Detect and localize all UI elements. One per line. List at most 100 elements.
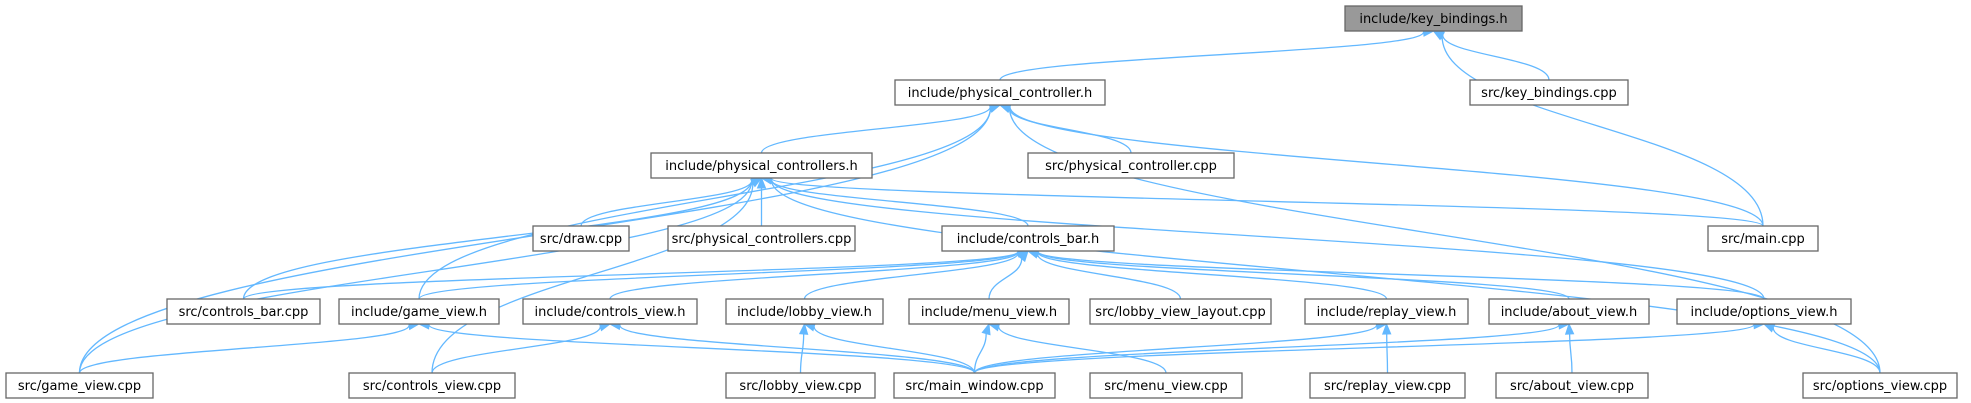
node-key-bindings-cpp[interactable]: src/key_bindings.cpp: [1469, 79, 1629, 106]
node-label: src/physical_controllers.cpp: [672, 232, 852, 247]
node-main-window-cpp[interactable]: src/main_window.cpp: [893, 372, 1056, 399]
node-box: [522, 298, 698, 325]
node-box: [1344, 5, 1523, 32]
node-about-view-h[interactable]: include/about_view.h: [1488, 298, 1650, 325]
edge-about-view-h-to-main-window-cpp: [973, 320, 1571, 374]
edge-controls-bar-h-to-about-view-h: [1026, 247, 1570, 300]
edge-physical-controllers-h-to-draw-cpp: [580, 176, 763, 227]
edge-replay-view-h-to-main-window-cpp: [973, 320, 1388, 374]
node-label: include/menu_view.h: [921, 305, 1057, 320]
node-controls-view-cpp[interactable]: src/controls_view.cpp: [348, 372, 516, 399]
node-box: [908, 298, 1070, 325]
node-box: [893, 372, 1056, 399]
node-box: [1089, 372, 1243, 399]
node-label: include/about_view.h: [1501, 305, 1638, 320]
edge-controls-bar-h-to-lobby-view-h: [803, 248, 1030, 300]
edge-controls-bar-h-to-controls-bar-cpp: [242, 246, 1030, 300]
edge-controls-bar-h-to-game-view-h: [418, 247, 1030, 300]
node-box: [725, 298, 884, 325]
node-label: include/physical_controller.h: [908, 86, 1092, 101]
node-label: src/main_window.cpp: [905, 379, 1043, 394]
edge-menu-view-h-to-main-window-cpp: [973, 322, 991, 374]
edge-menu-view-h-to-menu-view-cpp: [987, 322, 1167, 374]
edge-lobby-view-h-to-lobby-view-cpp: [798, 322, 809, 374]
node-label: src/key_bindings.cpp: [1481, 86, 1617, 101]
node-box: [338, 298, 500, 325]
edge-about-view-h-to-about-view-cpp: [1564, 322, 1575, 374]
node-controls-bar-h[interactable]: include/controls_bar.h: [941, 225, 1115, 252]
node-physical-controllers-cpp[interactable]: src/physical_controllers.cpp: [667, 225, 856, 252]
node-menu-view-h[interactable]: include/menu_view.h: [908, 298, 1070, 325]
node-label: include/controls_bar.h: [957, 232, 1100, 247]
edge-key-bindings-h-to-physical-controller-h: [999, 27, 1435, 81]
node-box: [1802, 372, 1958, 399]
node-lobby-view-cpp[interactable]: src/lobby_view.cpp: [725, 372, 876, 399]
node-about-view-cpp[interactable]: src/about_view.cpp: [1495, 372, 1649, 399]
edge-controls-view-h-to-main-window-cpp: [608, 320, 976, 374]
edge-lobby-view-h-to-main-window-cpp: [803, 322, 976, 374]
node-box: [5, 372, 154, 399]
edge-physical-controllers-h-to-options-view-h: [760, 174, 1765, 300]
node-label: src/controls_view.cpp: [363, 379, 501, 394]
node-physical-controller-cpp[interactable]: src/physical_controller.cpp: [1027, 152, 1235, 179]
node-physical-controller-h[interactable]: include/physical_controller.h: [894, 79, 1106, 106]
edge-physical-controller-h-to-game-view-h: [418, 103, 1002, 300]
node-label: include/key_bindings.h: [1359, 12, 1507, 27]
edge-controls-bar-h-to-menu-view-h: [988, 249, 1029, 300]
edge-game-view-h-to-game-view-cpp: [78, 320, 421, 374]
node-lobby-view-layout-cpp[interactable]: src/lobby_view_layout.cpp: [1089, 298, 1272, 325]
node-menu-view-cpp[interactable]: src/menu_view.cpp: [1089, 372, 1243, 399]
edge-physical-controllers-h-to-game-view-cpp: [78, 176, 763, 374]
edge-key-bindings-h-to-main-cpp: [1432, 30, 1764, 227]
node-label: src/draw.cpp: [540, 232, 622, 247]
node-box: [1469, 79, 1629, 106]
node-box: [1309, 372, 1466, 399]
node-box: [1495, 372, 1649, 399]
node-label: src/game_view.cpp: [18, 379, 141, 394]
node-lobby-view-h[interactable]: include/lobby_view.h: [725, 298, 884, 325]
node-label: src/menu_view.cpp: [1104, 379, 1228, 394]
node-game-view-h[interactable]: include/game_view.h: [338, 298, 500, 325]
node-label: src/lobby_view_layout.cpp: [1095, 305, 1265, 320]
node-box: [725, 372, 876, 399]
edge-game-view-h-to-main-window-cpp: [417, 320, 976, 374]
node-box: [667, 225, 856, 252]
node-controls-bar-cpp[interactable]: src/controls_bar.cpp: [166, 298, 321, 325]
node-label: src/options_view.cpp: [1813, 379, 1947, 394]
node-physical-controllers-h[interactable]: include/physical_controllers.h: [650, 152, 873, 179]
node-options-view-h[interactable]: include/options_view.h: [1676, 298, 1852, 325]
node-box: [532, 225, 630, 252]
node-draw-cpp[interactable]: src/draw.cpp: [532, 225, 630, 252]
node-key-bindings-h[interactable]: include/key_bindings.h: [1344, 5, 1523, 32]
node-label: src/replay_view.cpp: [1324, 379, 1451, 394]
node-box: [348, 372, 516, 399]
node-controls-view-h[interactable]: include/controls_view.h: [522, 298, 698, 325]
node-label: include/lobby_view.h: [737, 305, 872, 320]
node-box: [1488, 298, 1650, 325]
node-box: [1089, 298, 1272, 325]
node-replay-view-h[interactable]: include/replay_view.h: [1304, 298, 1469, 325]
node-box: [1676, 298, 1852, 325]
node-label: src/lobby_view.cpp: [739, 379, 861, 394]
node-box: [650, 152, 873, 179]
node-label: include/options_view.h: [1691, 305, 1838, 320]
node-replay-view-cpp[interactable]: src/replay_view.cpp: [1309, 372, 1466, 399]
edge-options-view-h-to-options-view-cpp: [1762, 323, 1881, 374]
node-label: include/controls_view.h: [535, 305, 686, 320]
node-box: [1027, 152, 1235, 179]
node-label: include/physical_controllers.h: [665, 159, 857, 174]
node-label: include/replay_view.h: [1317, 305, 1457, 320]
node-box: [1304, 298, 1469, 325]
edge-physical-controllers-h-to-controls-view-cpp: [431, 177, 763, 374]
node-label: src/physical_controller.cpp: [1045, 159, 1217, 174]
edge-replay-view-h-to-replay-view-cpp: [1381, 322, 1392, 374]
node-label: src/about_view.cpp: [1510, 379, 1634, 394]
edge-physical-controllers-h-to-main-cpp: [760, 173, 1764, 227]
node-box: [894, 79, 1106, 106]
node-options-view-cpp[interactable]: src/options_view.cpp: [1802, 372, 1958, 399]
edge-options-view-h-to-main-window-cpp: [973, 319, 1766, 374]
node-box: [166, 298, 321, 325]
node-main-cpp[interactable]: src/main.cpp: [1707, 225, 1819, 252]
node-game-view-cpp[interactable]: src/game_view.cpp: [5, 372, 154, 399]
